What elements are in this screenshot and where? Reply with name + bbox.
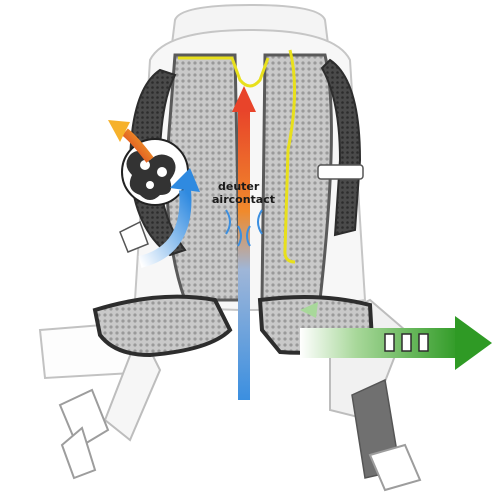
technology-label: aircontact: [212, 193, 275, 206]
left-buckle: [58, 388, 110, 450]
sternum-strap: [317, 164, 364, 180]
ventilation-waves-icon: [225, 209, 263, 247]
hip-adjust-arrow-icon: [300, 302, 492, 370]
foam-cross-section-magnifier-icon: [121, 138, 189, 206]
brand-logo: deuter: [218, 180, 260, 193]
vertical-airflow-arrow-icon: [232, 86, 256, 400]
warm-air-out-arrow-icon: [108, 120, 154, 163]
right-buckle: [368, 443, 422, 492]
back-panel: [165, 49, 333, 302]
cool-air-in-arrow-icon: [138, 168, 200, 268]
